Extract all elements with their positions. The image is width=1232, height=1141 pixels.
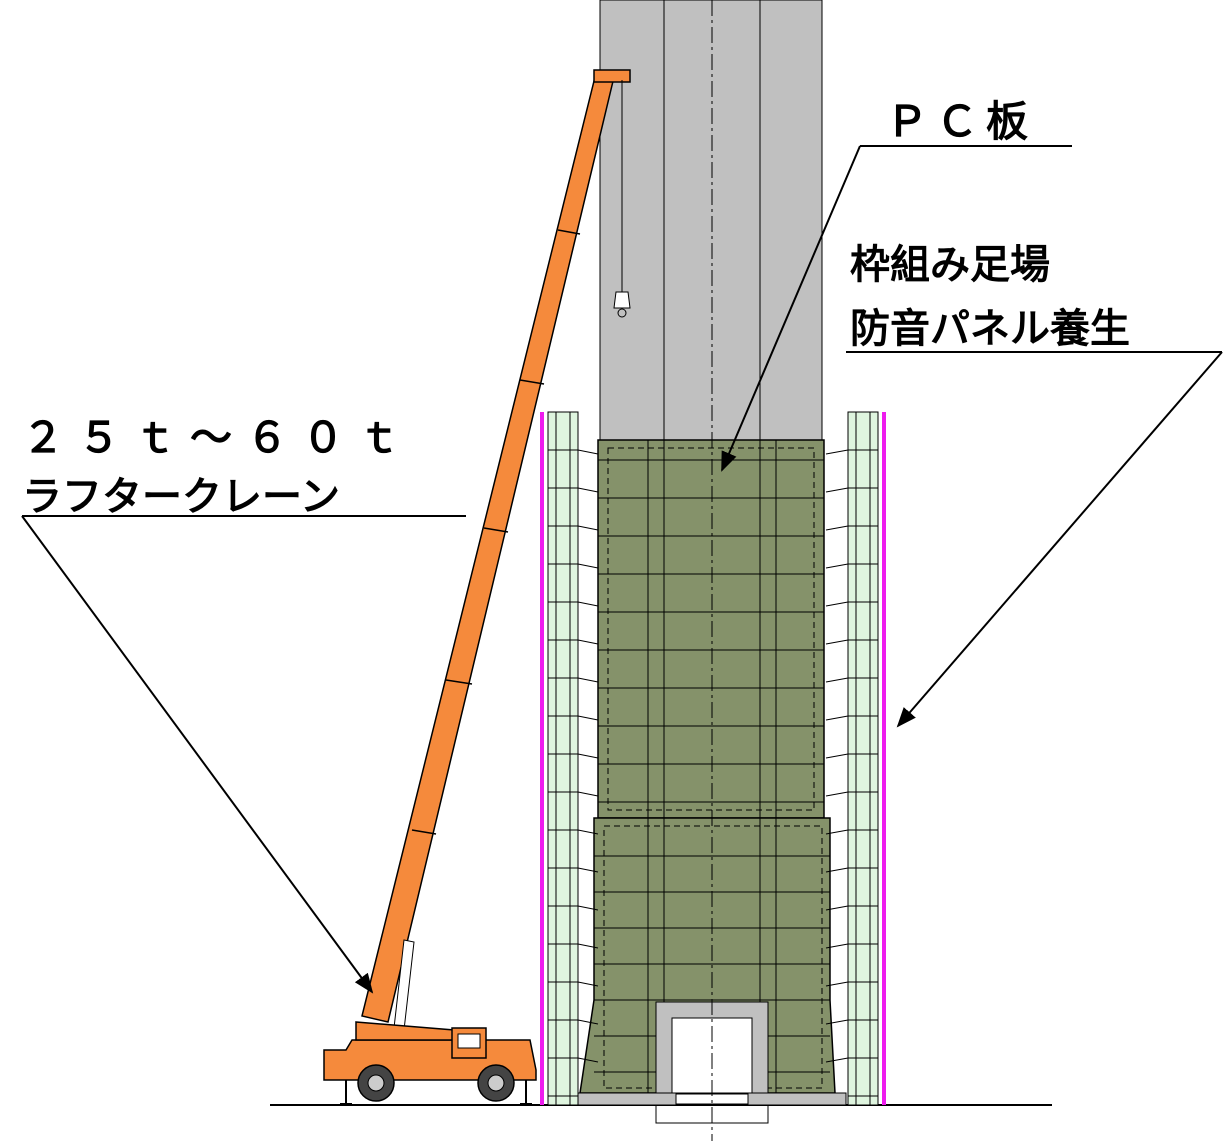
scaffold-tie [825,563,849,569]
scaffold-tie [577,791,599,797]
leader-pc-panel [721,145,1072,472]
hook-block [613,291,631,309]
leader-crane [21,515,466,994]
scaffold-tie [825,639,849,645]
scaffold-tie [577,449,599,455]
crane-boom-tip [593,69,631,83]
scaffold-tie [825,1057,849,1063]
scaffold-tie [577,715,599,721]
scaffold-tie [825,791,849,797]
scaffold-tie [577,639,599,645]
scaffold-tie [825,905,849,911]
label-pc-panel: ＰＣ板 [886,97,1037,146]
scaffold-tie [825,601,849,607]
scaffold-tie [577,525,599,531]
rough-terrain-crane [323,69,631,1105]
pc-panel-block [579,439,836,1094]
scaffold-tie [825,753,849,759]
scaffold-right [847,411,879,1106]
scaffold-tie [825,487,849,493]
scaffold-tie [577,487,599,493]
scaffold-tie [577,829,599,835]
scaffold-tie [577,753,599,759]
scaffold-tie [577,563,599,569]
scaffold-tie [577,981,599,987]
scaffold-tie [577,677,599,683]
scaffold-tie [577,601,599,607]
label-scaffold-line2: 防音パネル養生 [850,306,1130,352]
leader-scaffold [846,351,1223,728]
scaffold-tie [825,943,849,949]
scaffold-tie [577,905,599,911]
pier-column [599,0,823,446]
label-scaffold-line1: 枠組み足場 [850,242,1050,288]
scaffold-tie [577,867,599,873]
scaffold-tie [577,1057,599,1063]
scaffold-tie [825,829,849,835]
scaffold-tie [825,715,849,721]
scaffold-tie [825,981,849,987]
scaffold-ties [577,449,849,1063]
scaffold-tie [825,867,849,873]
label-crane-line1: ２５ｔ～６０ｔ [22,413,415,462]
scaffold-tie [825,1019,849,1025]
scaffold-tie [825,449,849,455]
scaffold-tie [825,677,849,683]
scaffold-left [547,411,579,1106]
scaffold-tie [577,943,599,949]
scaffold-tie [577,1019,599,1025]
scaffold-tie [825,525,849,531]
crane-superstructure [355,1021,464,1041]
label-crane-line2: ラフタークレーン [22,474,340,520]
